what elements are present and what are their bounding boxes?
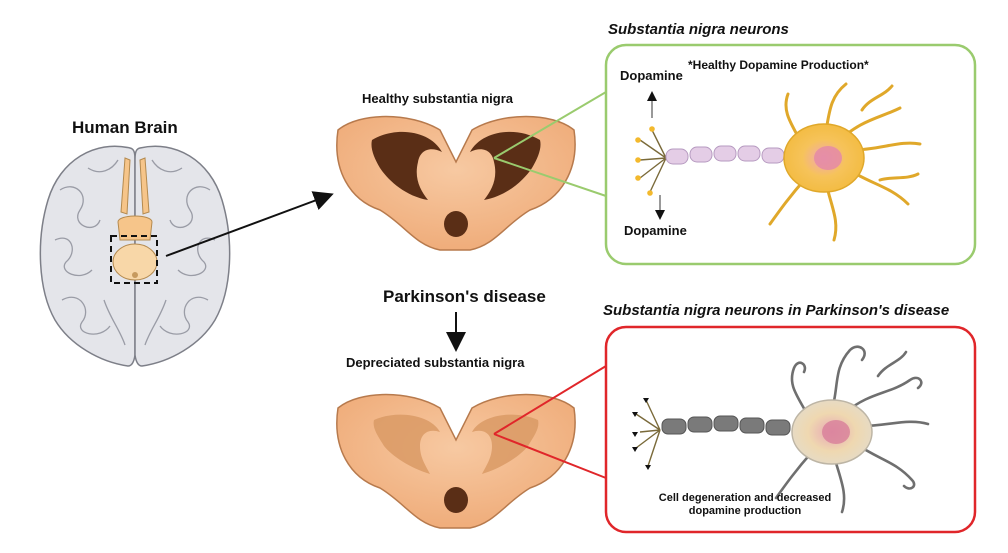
degenerating-neuron (632, 345, 930, 514)
substantia-nigra-right (470, 131, 541, 200)
brain-illustration (39, 145, 231, 367)
human-brain-label: Human Brain (72, 118, 178, 137)
focus-box (110, 235, 158, 284)
disease-neuron-box (604, 325, 977, 534)
depreciated-midbrain-cross-section (336, 393, 576, 529)
sn-neurons-title: Substantia nigra neurons (608, 21, 789, 38)
dopamine-bottom-label: Dopamine (624, 223, 687, 238)
aqueduct (444, 211, 468, 237)
degeneration-caption: Cell degeneration and decreased dopamine… (658, 492, 832, 517)
healthy-midbrain-cross-section (336, 115, 576, 251)
healthy-sn-label: Healthy substantia nigra (362, 91, 513, 106)
dopamine-top-label: Dopamine (620, 68, 683, 83)
brain-to-healthy-arrow (165, 191, 334, 257)
parkinsons-label: Parkinson's disease (383, 287, 546, 306)
healthy-dopamine-note: *Healthy Dopamine Production* (688, 58, 869, 72)
depreciated-sn-label: Depreciated substantia nigra (346, 355, 525, 370)
substantia-nigra-left (371, 131, 442, 200)
healthy-neuron (635, 82, 922, 242)
sn-neurons-pd-title: Substantia nigra neurons in Parkinson's … (603, 302, 950, 319)
